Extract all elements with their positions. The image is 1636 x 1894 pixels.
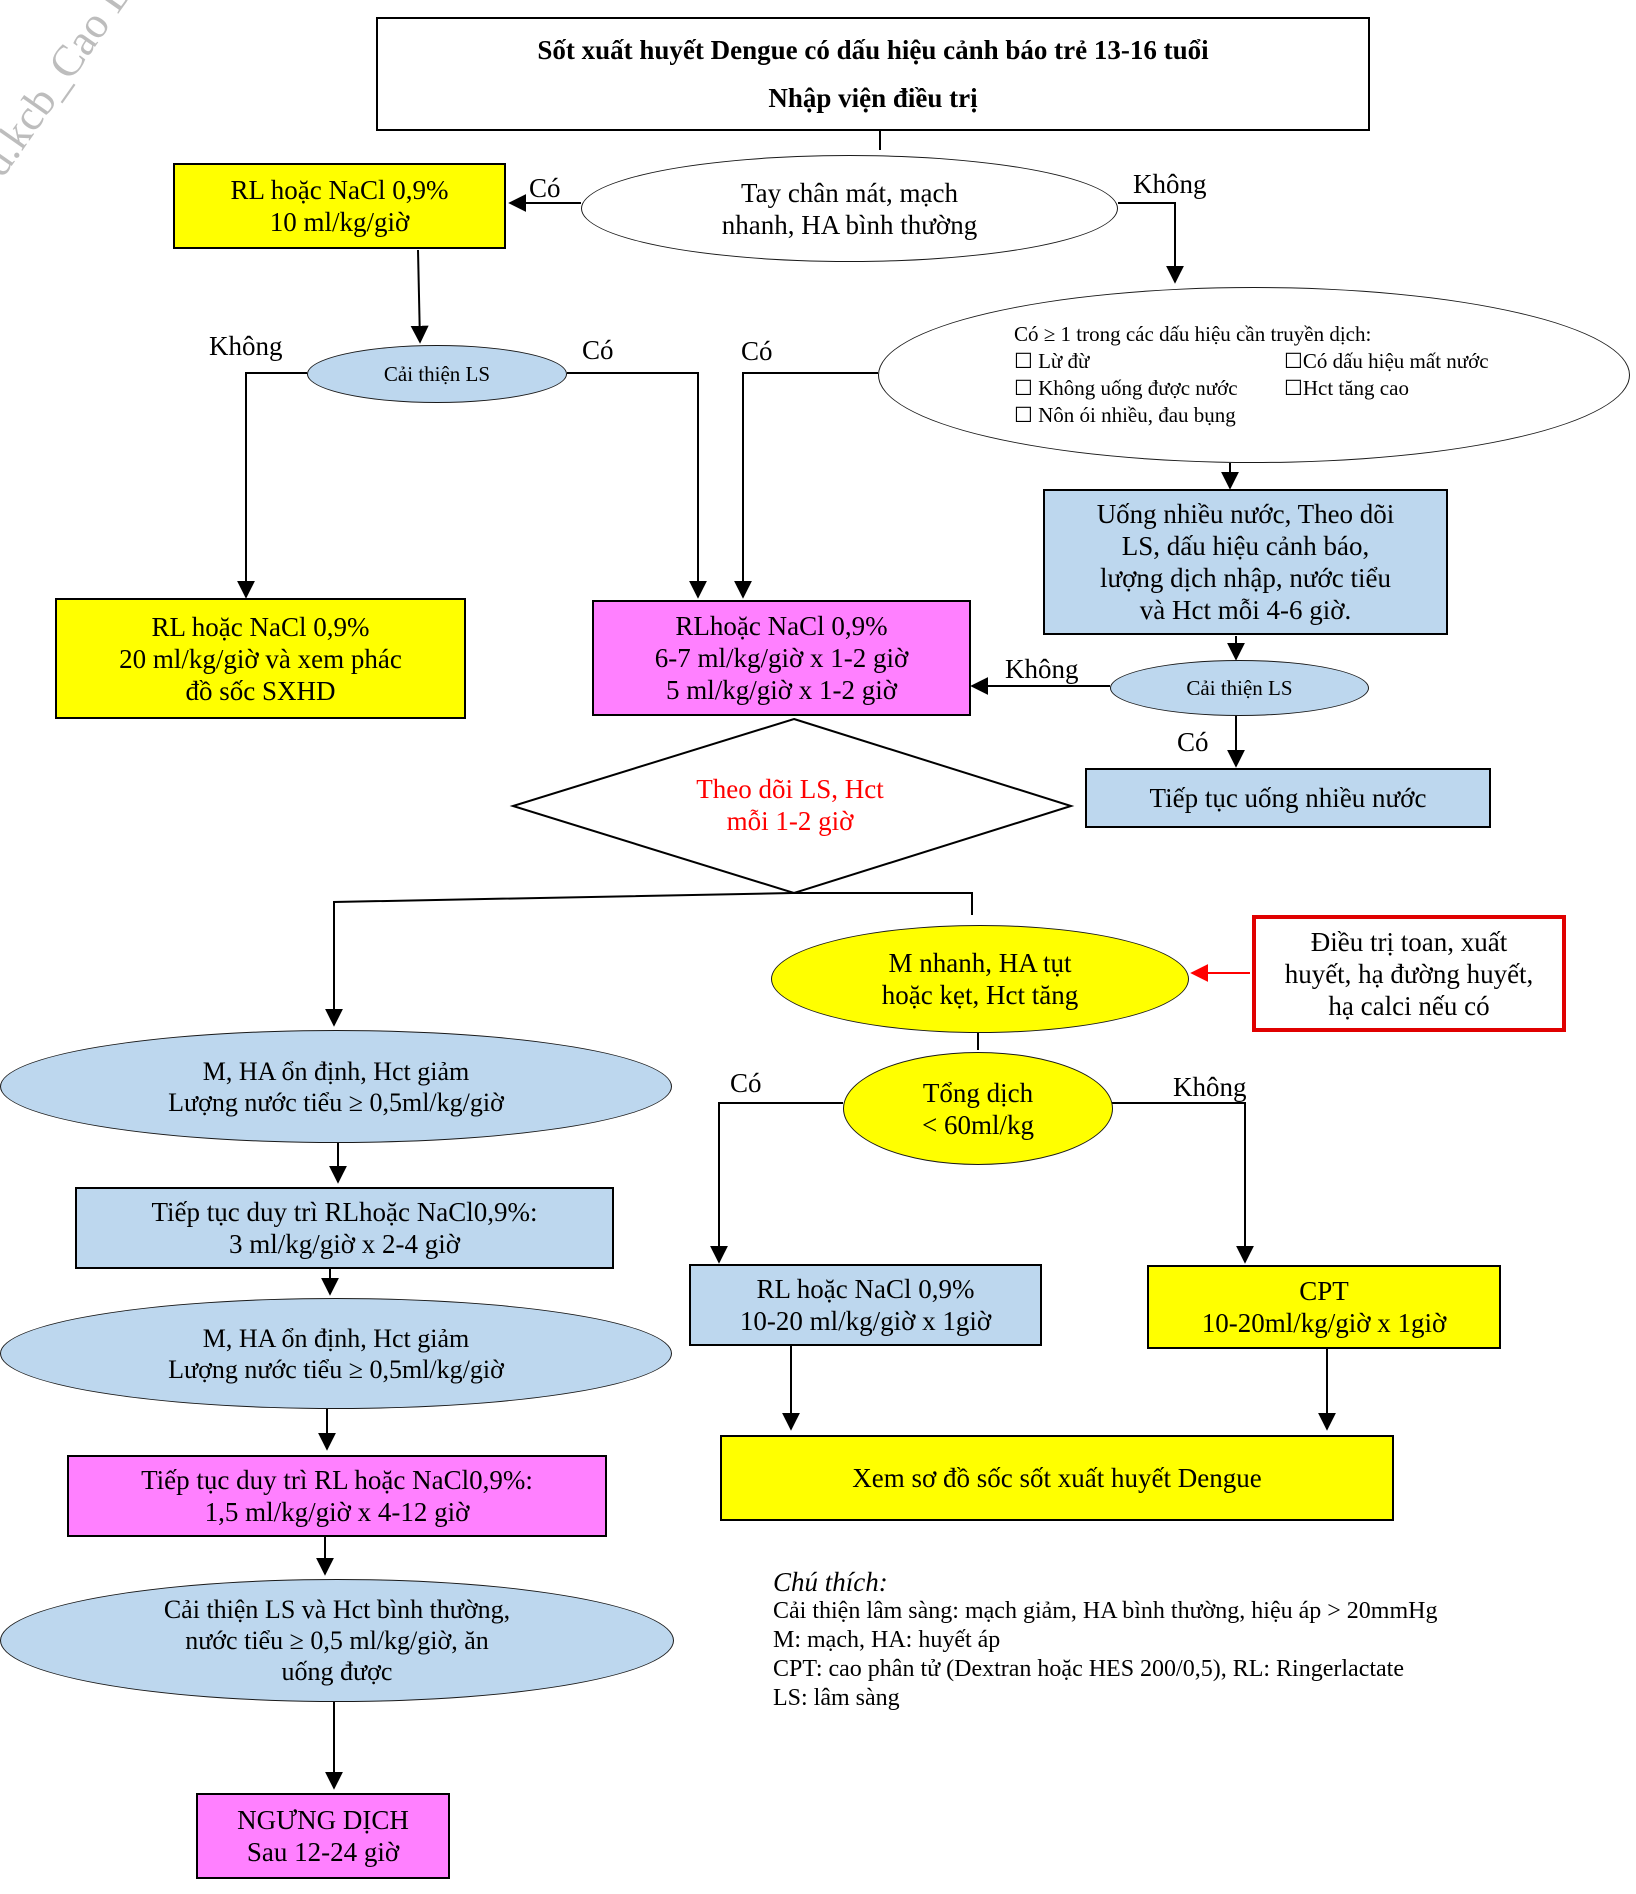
treat-other-box: Điều trị toan, xuất huyết, hạ đường huyế…: [1252, 915, 1566, 1032]
see-shock-box: Xem sơ đồ sốc sốt xuất huyết Dengue: [720, 1435, 1394, 1521]
notes: Chú thích: Cải thiện lâm sàng: mạch giảm…: [773, 1568, 1565, 1713]
monitor-diamond: Theo dõi LS, Hct mỗi 1-2 giờ: [600, 760, 980, 850]
label-yes-5: Có: [730, 1068, 762, 1098]
label-no-2: Không: [209, 331, 283, 361]
rl-10-20-box: RL hoặc NaCl 0,9% 10-20 ml/kg/giờ x 1giờ: [689, 1264, 1042, 1346]
see-shock-label: Xem sơ đồ sốc sốt xuất huyết Dengue: [852, 1463, 1262, 1493]
improve-ls-2-label: Cải thiện LS: [1186, 675, 1293, 700]
improved-final-line-1: Cải thiện LS và Hct bình thường,: [163, 1595, 511, 1624]
sign-item: ☐Có dấu hiệu mất nước: [1284, 349, 1489, 373]
monitor-line-1: Theo dõi LS, Hct: [696, 774, 884, 804]
fast-pulse-ellipse: M nhanh, HA tụt hoặc kẹt, Hct tăng: [771, 925, 1189, 1033]
improved-final-line-3: uống được: [281, 1657, 393, 1686]
sign-item: ☐ Không uống được nước: [1014, 376, 1238, 400]
title-box: Sốt xuất huyết Dengue có dấu hiệu cảnh b…: [376, 17, 1370, 131]
maintain-3-line-1: Tiếp tục duy trì RLhoặc NaCl0,9%:: [151, 1197, 538, 1227]
treat-other-line-3: hạ calci nếu có: [1328, 990, 1490, 1021]
stop-fluid-box: NGƯNG DỊCH Sau 12-24 giờ: [196, 1793, 450, 1879]
assess-line-2: nhanh, HA bình thường: [721, 209, 978, 240]
continue-oral-box: Tiếp tục uống nhiều nước: [1085, 768, 1491, 828]
oral-fluids-line-2: LS, dấu hiệu cảnh báo,: [1121, 531, 1370, 561]
improved-final-ellipse: Cải thiện LS và Hct bình thường, nước ti…: [0, 1579, 674, 1702]
oral-fluids-line-1: Uống nhiều nước, Theo dõi: [1096, 499, 1395, 529]
cpt-box: CPT 10-20ml/kg/giờ x 1giờ: [1147, 1265, 1501, 1349]
maintain-1-5-box: Tiếp tục duy trì RL hoặc NaCl0,9%: 1,5 m…: [67, 1455, 607, 1537]
improve-ls-1-label: Cải thiện LS: [383, 361, 491, 386]
maintain-1-5-line-2: 1,5 ml/kg/giờ x 4-12 giờ: [204, 1497, 470, 1527]
improve-ls-ellipse-2: Cải thiện LS: [1110, 660, 1369, 716]
rl-10-line-2: 10 ml/kg/giờ: [269, 207, 410, 237]
cpt-line-2: 10-20ml/kg/giờ x 1giờ: [1201, 1308, 1447, 1338]
rl-20-line-1: RL hoặc NaCl 0,9%: [151, 611, 370, 642]
monitor-diamond-shape: [509, 717, 1075, 895]
oral-fluids-line-3: lượng dịch nhập, nước tiểu: [1099, 563, 1391, 593]
maintain-3-box: Tiếp tục duy trì RLhoặc NaCl0,9%: 3 ml/k…: [75, 1187, 614, 1269]
total-fluid-line-1: Tổng dịch: [922, 1077, 1034, 1108]
label-yes-3: Có: [741, 336, 773, 366]
improved-final-line-2: nước tiểu ≥ 0,5 ml/kg/giờ, ăn: [185, 1626, 489, 1655]
label-no-1: Không: [1133, 169, 1207, 199]
treat-other-line-2: huyết, hạ đường huyết,: [1284, 958, 1534, 989]
cpt-line-1: CPT: [1299, 1276, 1349, 1306]
rl-20-line-3: đồ sốc SXHD: [185, 675, 336, 706]
rl-6-7-line-2: 6-7 ml/kg/giờ x 1-2 giờ: [654, 643, 909, 673]
note-line: CPT: cao phân tử (Dextran hoặc HES 200/0…: [773, 1656, 1404, 1682]
rl-6-7-box: RLhoặc NaCl 0,9% 6-7 ml/kg/giờ x 1-2 giờ…: [592, 600, 971, 716]
continue-oral-label: Tiếp tục uống nhiều nước: [1149, 783, 1427, 813]
fast-pulse-line-2: hoặc kẹt, Hct tăng: [881, 980, 1079, 1010]
rl-6-7-line-1: RLhoặc NaCl 0,9%: [675, 611, 888, 641]
infusion-signs-heading: Có ≥ 1 trong các dấu hiệu cần truyền dịc…: [1014, 322, 1372, 346]
stable-ellipse-1: M, HA ổn định, Hct giảm Lượng nước tiểu …: [0, 1030, 672, 1143]
fast-pulse-line-1: M nhanh, HA tụt: [888, 948, 1072, 978]
rl-10-20-line-1: RL hoặc NaCl 0,9%: [756, 1274, 975, 1304]
treat-other-line-1: Điều trị toan, xuất: [1310, 926, 1508, 957]
sign-item: ☐ Lừ đừ: [1014, 349, 1090, 373]
label-yes-2: Có: [582, 335, 614, 365]
stable-1-line-1: M, HA ổn định, Hct giảm: [202, 1056, 470, 1086]
oral-fluids-box: Uống nhiều nước, Theo dõi LS, dấu hiệu c…: [1043, 489, 1448, 635]
title-line-2: Nhập viện điều trị: [768, 83, 978, 113]
rl-6-7-line-3: 5 ml/kg/giờ x 1-2 giờ: [665, 675, 898, 705]
sign-item: ☐Hct tăng cao: [1284, 376, 1409, 400]
maintain-3-line-2: 3 ml/kg/giờ x 2-4 giờ: [228, 1229, 461, 1259]
label-no-5: Không: [1173, 1072, 1247, 1102]
stable-2-line-1: M, HA ổn định, Hct giảm: [202, 1323, 470, 1353]
infusion-signs-ellipse: Có ≥ 1 trong các dấu hiệu cần truyền dịc…: [878, 287, 1630, 463]
infusion-signs-list: ☐ Lừ đừ ☐Có dấu hiệu mất nước ☐ Không uố…: [1014, 348, 1544, 429]
label-no-3: Không: [1005, 654, 1079, 684]
rl-10-box: RL hoặc NaCl 0,9% 10 ml/kg/giờ: [173, 163, 506, 249]
stable-ellipse-2: M, HA ổn định, Hct giảm Lượng nước tiểu …: [0, 1298, 672, 1409]
assess-line-1: Tay chân mát, mạch: [740, 177, 958, 208]
monitor-line-2: mỗi 1-2 giờ: [726, 806, 854, 836]
note-line: Cải thiện lâm sàng: mạch giảm, HA bình t…: [773, 1598, 1438, 1624]
total-fluid-ellipse: Tổng dịch < 60ml/kg: [843, 1052, 1113, 1165]
rl-10-line-1: RL hoặc NaCl 0,9%: [230, 175, 449, 205]
notes-heading: Chú thích:: [773, 1567, 888, 1597]
title-line-1: Sốt xuất huyết Dengue có dấu hiệu cảnh b…: [537, 35, 1209, 65]
note-line: M: mạch, HA: huyết áp: [773, 1627, 1001, 1653]
assess-cold-limbs-ellipse: Tay chân mát, mạch nhanh, HA bình thường: [581, 155, 1118, 262]
stable-2-line-2: Lượng nước tiểu ≥ 0,5ml/kg/giờ: [168, 1354, 504, 1384]
rl-20-line-2: 20 ml/kg/giờ và xem phác: [119, 643, 402, 674]
stable-1-line-2: Lượng nước tiểu ≥ 0,5ml/kg/giờ: [168, 1087, 504, 1117]
maintain-1-5-line-1: Tiếp tục duy trì RL hoặc NaCl0,9%:: [141, 1465, 533, 1495]
rl-10-20-line-2: 10-20 ml/kg/giờ x 1giờ: [739, 1306, 992, 1336]
label-yes-4: Có: [1177, 727, 1209, 757]
sign-item: ☐ Nôn ói nhiều, đau bụng: [1014, 403, 1236, 427]
note-line: LS: lâm sàng: [773, 1685, 900, 1711]
rl-20-box: RL hoặc NaCl 0,9% 20 ml/kg/giờ và xem ph…: [55, 598, 466, 719]
label-yes-1: Có: [529, 173, 561, 203]
oral-fluids-line-4: và Hct mỗi 4-6 giờ.: [1139, 595, 1352, 625]
stop-fluid-line-1: NGƯNG DỊCH: [237, 1805, 409, 1835]
improve-ls-ellipse-1: Cải thiện LS: [307, 345, 567, 403]
total-fluid-line-2: < 60ml/kg: [922, 1109, 1034, 1140]
stop-fluid-line-2: Sau 12-24 giờ: [246, 1837, 400, 1867]
